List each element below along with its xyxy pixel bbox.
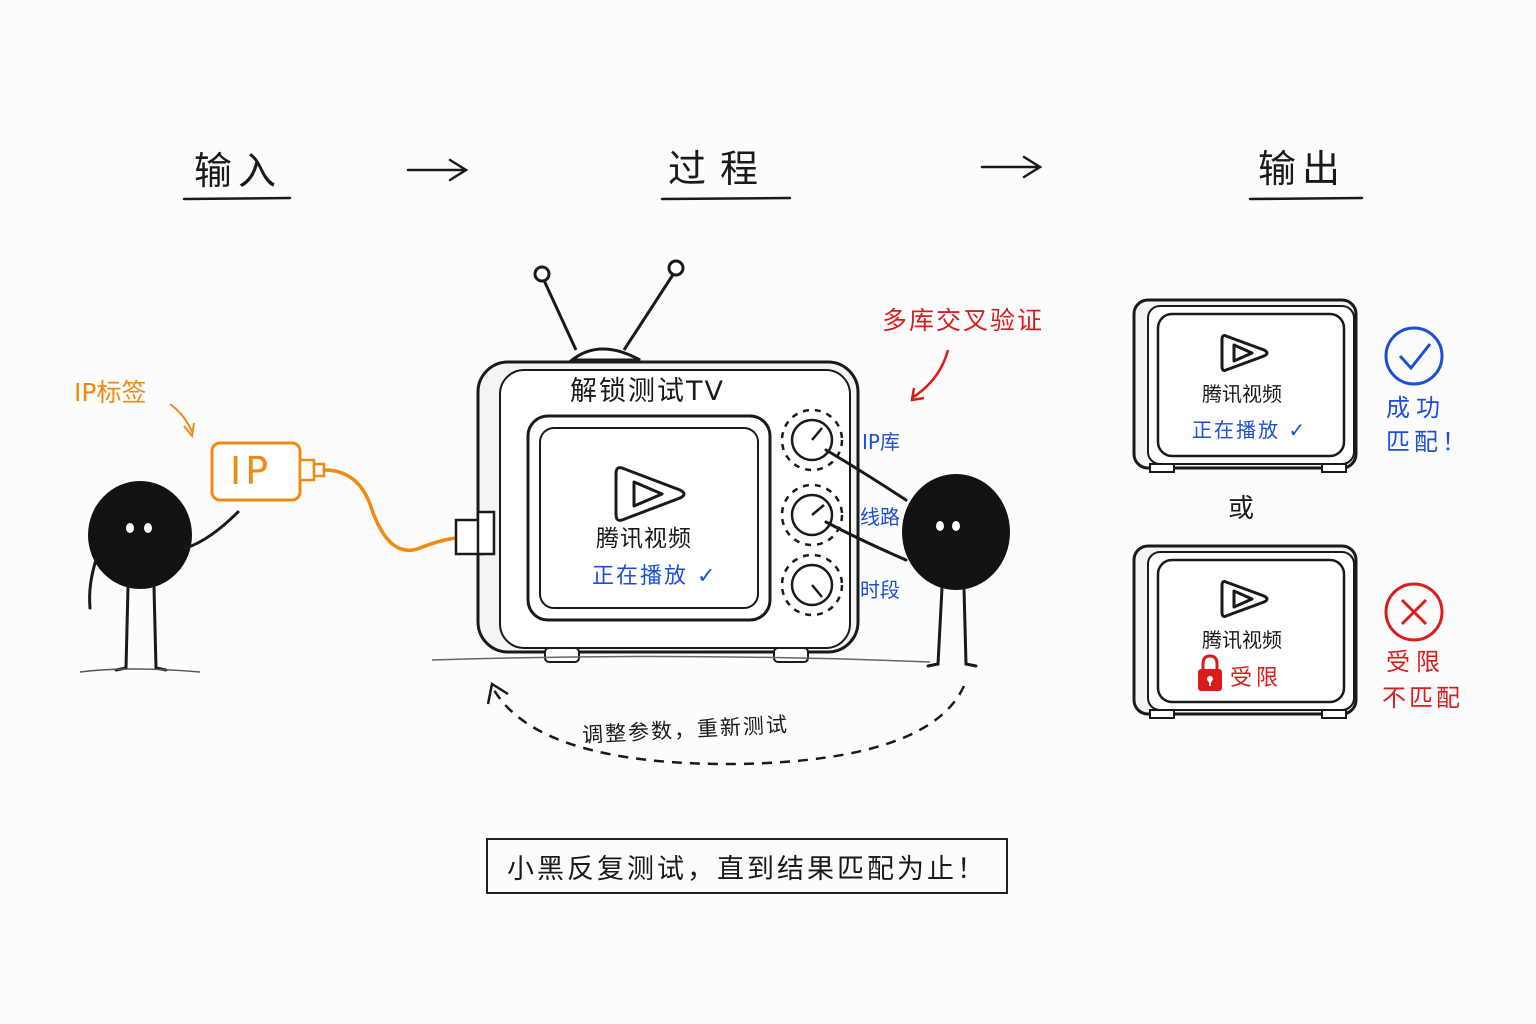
bottom-note: 小黑反复测试，直到结果匹配为止！ xyxy=(486,838,1008,894)
output-underline xyxy=(1248,196,1364,201)
success-app-name: 腾讯视频 xyxy=(1202,382,1282,406)
ip-plug-label: IP xyxy=(230,449,273,493)
fail-result-line2: 不匹配 xyxy=(1382,684,1463,712)
success-result-line1: 成功 xyxy=(1386,394,1446,422)
ip-tag-pointer xyxy=(169,403,193,433)
header-input: 输入 xyxy=(194,149,283,193)
cross-verify-pointer xyxy=(911,349,950,400)
fail-tv xyxy=(1132,544,1358,719)
fail-status: 受限 xyxy=(1230,666,1283,691)
play-logo-icon xyxy=(1220,580,1269,618)
main-tv xyxy=(431,259,931,663)
ip-plug-icon xyxy=(210,441,458,553)
success-result-line2: 匹配！ xyxy=(1386,428,1470,456)
app-name: 腾讯视频 xyxy=(596,526,692,552)
success-tv xyxy=(1132,298,1358,473)
character-left xyxy=(79,481,240,673)
ip-tag-label: IP标签 xyxy=(74,378,147,407)
input-underline xyxy=(182,196,292,201)
knob-route-label: 线路 xyxy=(860,505,900,529)
fail-result-line1: 受限 xyxy=(1386,648,1446,676)
retest-loop-arrow xyxy=(492,685,966,766)
knob-time-label: 时段 xyxy=(860,578,900,602)
play-logo-icon xyxy=(614,466,686,522)
x-circle-icon xyxy=(1384,582,1444,642)
or-label: 或 xyxy=(1228,494,1255,524)
header-output: 输出 xyxy=(1258,147,1347,191)
process-underline xyxy=(660,196,792,201)
knob-ip-db-label: IP库 xyxy=(862,430,900,454)
play-logo-icon xyxy=(1220,334,1269,372)
character-right xyxy=(824,448,1010,668)
tv-title: 解锁测试TV xyxy=(570,376,725,407)
arrow-right-icon xyxy=(980,155,1043,179)
lock-icon xyxy=(1198,654,1222,691)
success-status: 正在播放 ✓ xyxy=(1192,418,1308,442)
check-circle-icon xyxy=(1384,326,1444,386)
cross-verify-label: 多库交叉验证 xyxy=(882,306,1045,335)
fail-app-name: 腾讯视频 xyxy=(1202,628,1282,652)
playing-status: 正在播放 ✓ xyxy=(592,564,718,589)
header-process: 过程 xyxy=(668,147,773,191)
arrow-right-icon xyxy=(406,158,469,182)
